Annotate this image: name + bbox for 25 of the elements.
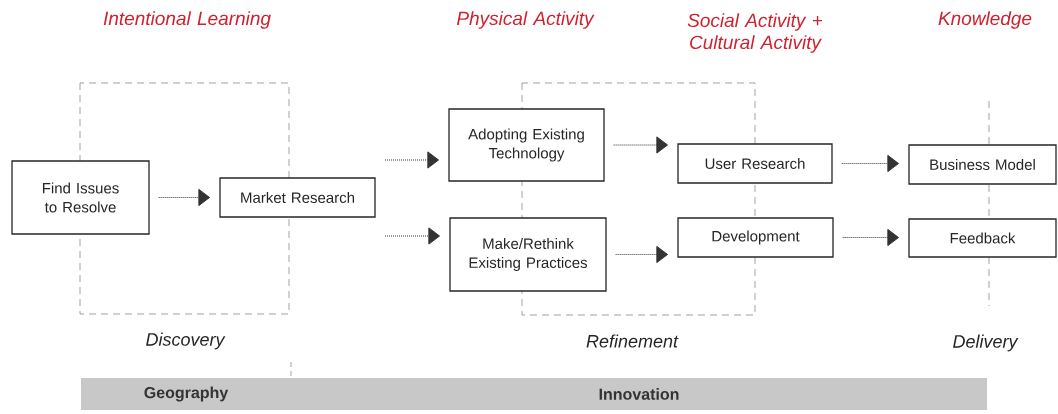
heading: Knowledge [938,11,1032,29]
process-box: Development [677,217,834,258]
node-label: Innovation [599,388,679,400]
arrow [384,151,439,169]
heading: Physical Activity [456,11,595,29]
process-box: User Research [677,143,833,184]
arrow [615,245,668,264]
arrow [158,188,211,207]
process-box: Market Research [219,177,376,218]
node-label: Geography [144,386,229,402]
arrow [384,227,440,245]
process-box: Make/Rethink Existing Practices [449,217,607,292]
arrow [842,228,899,247]
process-box: Adopting Existing Technology [448,108,605,182]
band: Geography [81,378,291,410]
phase-label: Delivery [953,334,1019,352]
phase-label: Refinement [586,334,679,348]
process-box: Feedback [908,218,1057,258]
phase-label: Discovery [146,332,226,350]
heading: Social Activity + Cultural Activity [687,13,823,53]
process-box: Business Model [908,144,1057,185]
heading: Intentional Learning [103,11,271,29]
process-box: Find Issues to Resolve [11,160,150,235]
arrow [613,136,668,154]
arrow [841,154,899,173]
